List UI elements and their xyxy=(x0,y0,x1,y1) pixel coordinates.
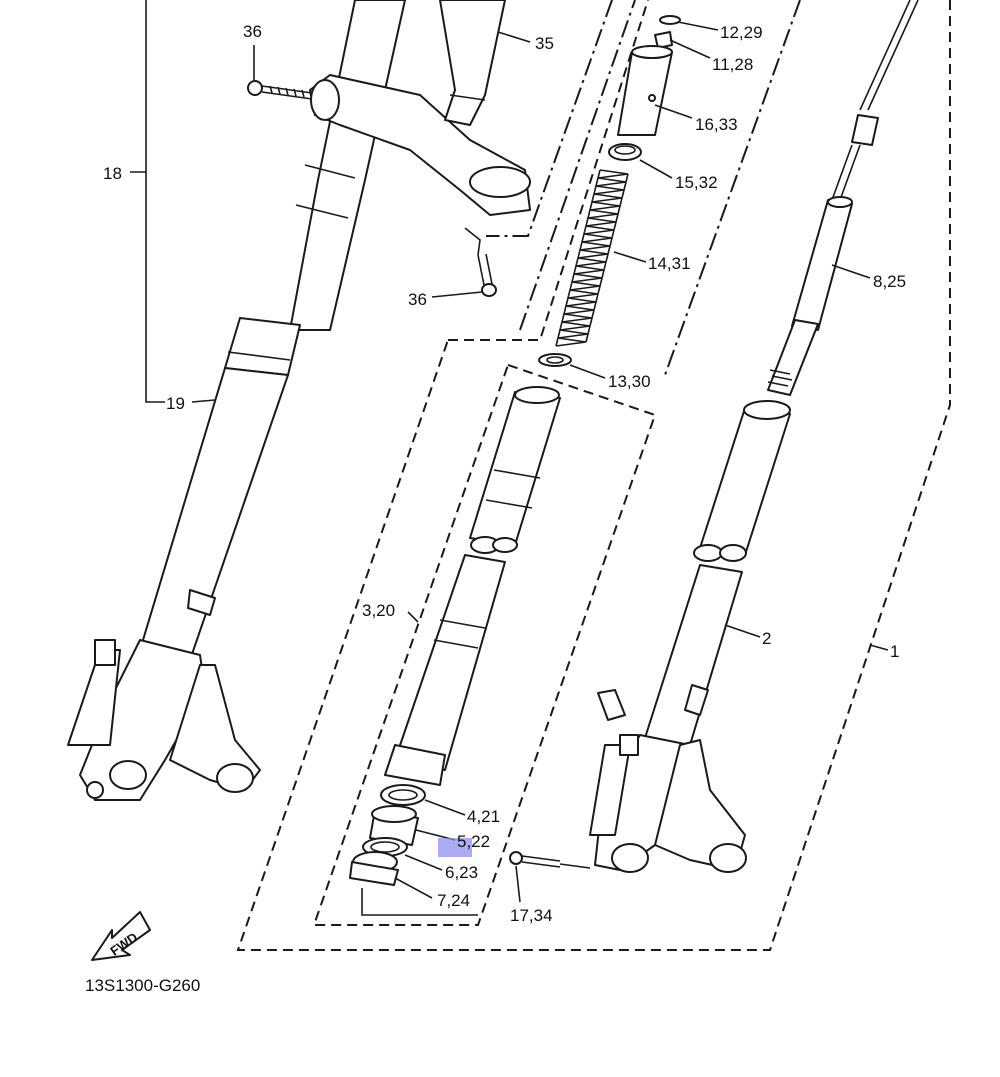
seal-stack xyxy=(349,784,426,886)
callout-36-top: 36 xyxy=(243,22,262,41)
callout-5-22: 5,22 xyxy=(457,832,490,851)
callout-14-31: 14,31 xyxy=(648,254,691,273)
callout-8-25: 8,25 xyxy=(873,272,906,291)
bolt-17-34 xyxy=(509,851,591,869)
fwd-arrow-icon: FWD xyxy=(91,911,151,961)
bolt-36-top xyxy=(247,80,313,100)
highlight-marker xyxy=(438,838,472,857)
assembly-boundary-1 xyxy=(236,0,951,951)
callout-15-32: 15,32 xyxy=(675,173,718,192)
callout-13-30: 13,30 xyxy=(608,372,651,391)
group-line-15-16 xyxy=(519,0,801,376)
callout-35: 35 xyxy=(535,34,554,53)
assembled-fork-leg xyxy=(67,0,406,801)
callout-4-21: 4,21 xyxy=(467,807,500,826)
callout-12-29: 12,29 xyxy=(720,23,763,42)
drawing-code: 13S1300-G260 xyxy=(85,976,200,995)
bracket-35 xyxy=(486,0,613,237)
inner-tube-3-20 xyxy=(384,386,561,786)
callout-17-34: 17,34 xyxy=(510,906,553,925)
group-bracket-18-19 xyxy=(130,0,165,403)
callout-16-33: 16,33 xyxy=(695,115,738,134)
bolt-36-mid xyxy=(464,227,497,297)
callout-18: 18 xyxy=(103,164,122,183)
callout-36-mid: 36 xyxy=(408,290,427,309)
callout-6-23: 6,23 xyxy=(445,863,478,882)
outer-tube-2 xyxy=(589,400,791,873)
under-bracket-35 xyxy=(309,0,531,216)
callout-3-20: 3,20 xyxy=(362,601,395,620)
callout-labels: 36 35 12,29 11,28 16,33 15,32 18 14,31 8… xyxy=(103,22,906,925)
callout-2: 2 xyxy=(762,629,771,648)
assembly-boundary-3-20 xyxy=(312,364,657,926)
callout-19: 19 xyxy=(166,394,185,413)
callout-11-28: 11,28 xyxy=(712,55,753,74)
callout-7-24: 7,24 xyxy=(437,891,470,910)
internals xyxy=(538,15,681,367)
damper-rod-8-25 xyxy=(767,0,919,396)
callout-1: 1 xyxy=(890,642,899,661)
